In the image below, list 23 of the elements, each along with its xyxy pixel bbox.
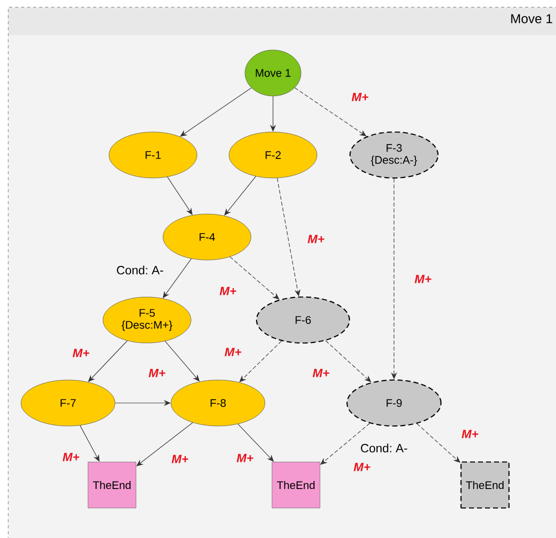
edge-label: M+ — [312, 368, 330, 378]
edge-label: M+ — [148, 368, 166, 378]
edge-label: M+ — [172, 454, 188, 464]
edge-label: M+ — [220, 286, 236, 296]
edge-label: M+ — [62, 452, 80, 462]
edge-label: Cond: A- — [360, 444, 408, 452]
edge-label: Cond: A- — [116, 266, 164, 274]
arrow — [239, 340, 282, 382]
edge-label: M+ — [224, 348, 242, 356]
edge-label: M+ — [236, 454, 254, 462]
annotation-label: M+ — [354, 462, 370, 472]
arrow — [88, 340, 128, 382]
edge-label: M+ — [308, 234, 324, 244]
arrow — [238, 424, 274, 462]
end-box: TheEnd — [88, 462, 136, 508]
edge-label: M+ — [414, 274, 432, 284]
end-box: TheEnd — [272, 462, 320, 508]
end-box: TheEnd — [460, 461, 510, 509]
edge-label: M+ — [72, 348, 90, 358]
arrow — [325, 340, 372, 382]
edge-label: M+ — [462, 430, 478, 438]
edge-label: M+ — [352, 92, 368, 102]
arrow — [416, 423, 460, 463]
